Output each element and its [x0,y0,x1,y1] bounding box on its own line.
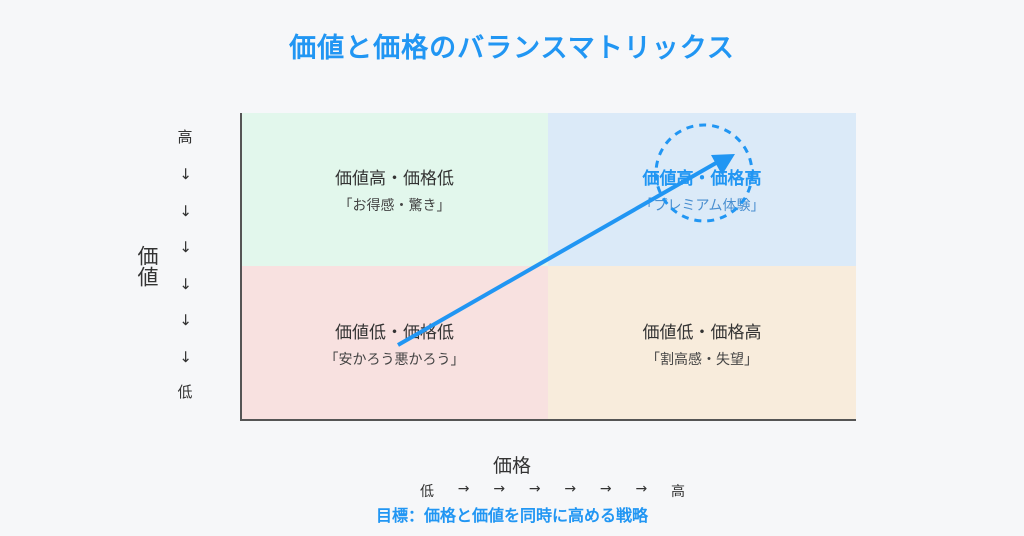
x-axis-scale: 低 → → → → → → 高 [420,481,685,501]
x-axis-label: 価格 [492,455,531,477]
quadrant-title: 価値低・価格低 [335,322,454,343]
y-axis-scale: 高 → → → → → → 低 [173,130,197,400]
y-axis-high: 高 [177,128,193,146]
quadrant-top-left: 価値高・価格低 「お得感・驚き」 [241,113,548,266]
x-axis-arrow: → [635,481,648,497]
x-axis-arrow: → [528,481,541,497]
x-axis-arrow: → [599,481,612,497]
diagram-title: 価値と価格のバランスマトリックス [289,33,735,64]
growth-arrow-line [397,161,717,347]
quadrant-title: 価値高・価格低 [335,169,454,189]
x-axis-arrow: → [493,481,506,497]
quadrant-bottom-left: 価値低・価格低 「安かろう悪かろう」 [241,266,548,420]
quadrant-title: 価値低・価格高 [642,322,762,343]
quadrant-title: 価値高・価格高 [642,169,762,189]
matrix-grid: 価値高・価格低 「お得感・驚き」 価値高・価格高 「プレミアム体験」 価値低・価… [241,113,856,420]
goal-statement: 目標：価格と価値を同時に高める戦略 [375,506,648,525]
x-axis-arrow: → [457,481,470,497]
quadrant-subtitle: 「安かろう悪かろう」 [324,351,465,368]
quadrant-subtitle: 「割高感・失望」 [646,351,758,368]
x-axis-low: 低 [420,484,434,500]
y-axis-low: 低 [177,382,193,401]
growth-arrow-head-icon [711,154,735,175]
quadrant-bottom-right: 価値低・価格高 「割高感・失望」 [548,266,856,420]
y-axis-line [240,113,242,421]
x-axis-arrow: → [564,481,577,497]
x-axis-line [240,419,856,421]
x-axis-high: 高 [670,484,685,500]
quadrant-subtitle: 「お得感・驚き」 [338,198,451,214]
target-circle-icon [654,123,754,223]
y-axis-label: 価値 [135,245,159,287]
